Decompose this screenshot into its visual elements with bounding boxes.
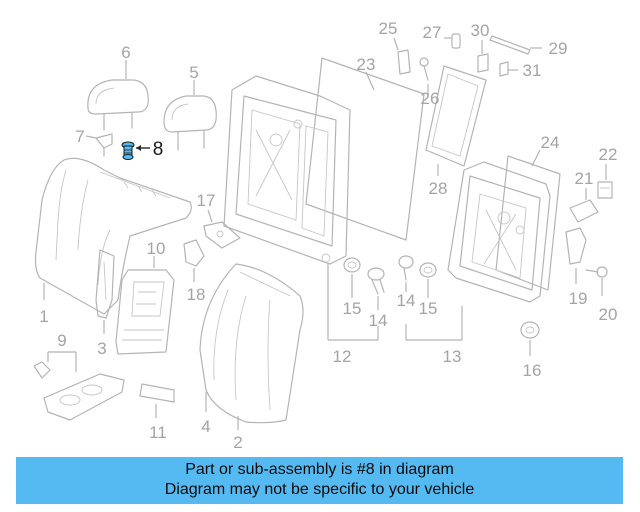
- part-1-seatback-left: [34, 157, 192, 315]
- callout-12: 12: [333, 347, 352, 366]
- callout-7: 7: [75, 127, 84, 146]
- callout-31: 31: [523, 61, 542, 80]
- part-12-backrest-frame-left: [223, 75, 351, 265]
- callout-3: 3: [97, 339, 106, 358]
- part-29-rod: [489, 35, 531, 55]
- callout-8-highlighted: 8: [153, 139, 164, 160]
- callout-2: 2: [233, 433, 242, 452]
- callout-6: 6: [121, 43, 130, 62]
- callout-20: 20: [599, 305, 618, 324]
- part-3-hinge: [95, 249, 115, 319]
- part-15-grommet-left: [343, 257, 361, 273]
- callout-15-left: 15: [343, 299, 362, 318]
- part-19-hinge: [565, 227, 587, 265]
- part-14-bolt-right: [398, 255, 414, 281]
- callout-22: 22: [599, 145, 618, 164]
- callout-11: 11: [149, 423, 167, 442]
- callout-5: 5: [189, 63, 198, 82]
- callout-4: 4: [201, 417, 210, 436]
- callout-10: 10: [147, 239, 166, 258]
- callout-28: 28: [429, 179, 448, 198]
- callout-15-right: 15: [419, 299, 438, 318]
- callout-23: 23: [357, 55, 376, 74]
- part-17-bracket: [203, 221, 241, 249]
- part-5-headrest-right: [163, 95, 217, 151]
- callout-1: 1: [39, 307, 48, 326]
- callout-25: 25: [379, 19, 398, 38]
- part-15-grommet-right: [419, 262, 437, 278]
- part-30-clip: [477, 53, 489, 73]
- banner-line-part: Part or sub-assembly is #8 in diagram: [185, 461, 454, 478]
- part-27-clip: [451, 33, 461, 49]
- callout-18: 18: [187, 285, 206, 304]
- part-16-grommet: [520, 321, 540, 339]
- callout-29: 29: [549, 39, 568, 58]
- part-23-panel: [305, 57, 425, 241]
- part-31-clip: [499, 61, 509, 77]
- callout-21: 21: [575, 169, 594, 188]
- part-2-seatback-right: [199, 263, 304, 424]
- callout-17: 17: [197, 191, 216, 210]
- parts-diagram: 1 2 3 4 5 6 7 8 9 10 11 12 13 14 14 15 1…: [33, 19, 618, 452]
- part-14-bolt-left: [367, 267, 385, 295]
- part-9-cupholder: [33, 361, 125, 421]
- part-7-guide: [95, 133, 113, 157]
- callout-26: 26: [421, 89, 440, 108]
- part-25-clip: [397, 49, 411, 75]
- part-24-panel: [495, 155, 561, 291]
- banner-line-disclaimer: Diagram may not be specific to your vehi…: [164, 481, 475, 498]
- callout-24: 24: [541, 133, 560, 152]
- part-info-banner: Part or sub-assembly is #8 in diagram Di…: [16, 457, 623, 504]
- part-13-backrest-frame-right: [447, 161, 551, 303]
- part-21-bracket: [569, 199, 599, 223]
- part-28-pad: [425, 65, 487, 167]
- callout-14-right: 14: [397, 291, 416, 310]
- exploded-view-svg: 1 2 3 4 5 6 7 8 9 10 11 12 13 14 14 15 1…: [33, 19, 618, 452]
- part-26-bolt: [419, 57, 429, 81]
- callout-16: 16: [523, 361, 542, 380]
- part-6-headrest-left: [87, 79, 149, 131]
- callout-9: 9: [57, 331, 66, 350]
- callout-19: 19: [569, 289, 588, 308]
- callout-14-left: 14: [369, 311, 388, 330]
- callout-27: 27: [423, 23, 442, 42]
- part-18-bracket: [183, 239, 205, 267]
- part-10-armrest-frame: [115, 269, 175, 355]
- part-11-pad: [139, 383, 175, 403]
- part-8-highlighted-clip: [121, 141, 135, 160]
- part-22-latch: [597, 181, 613, 199]
- part-20-bolt: [585, 266, 608, 278]
- callout-13: 13: [443, 347, 462, 366]
- callout-30: 30: [471, 21, 490, 40]
